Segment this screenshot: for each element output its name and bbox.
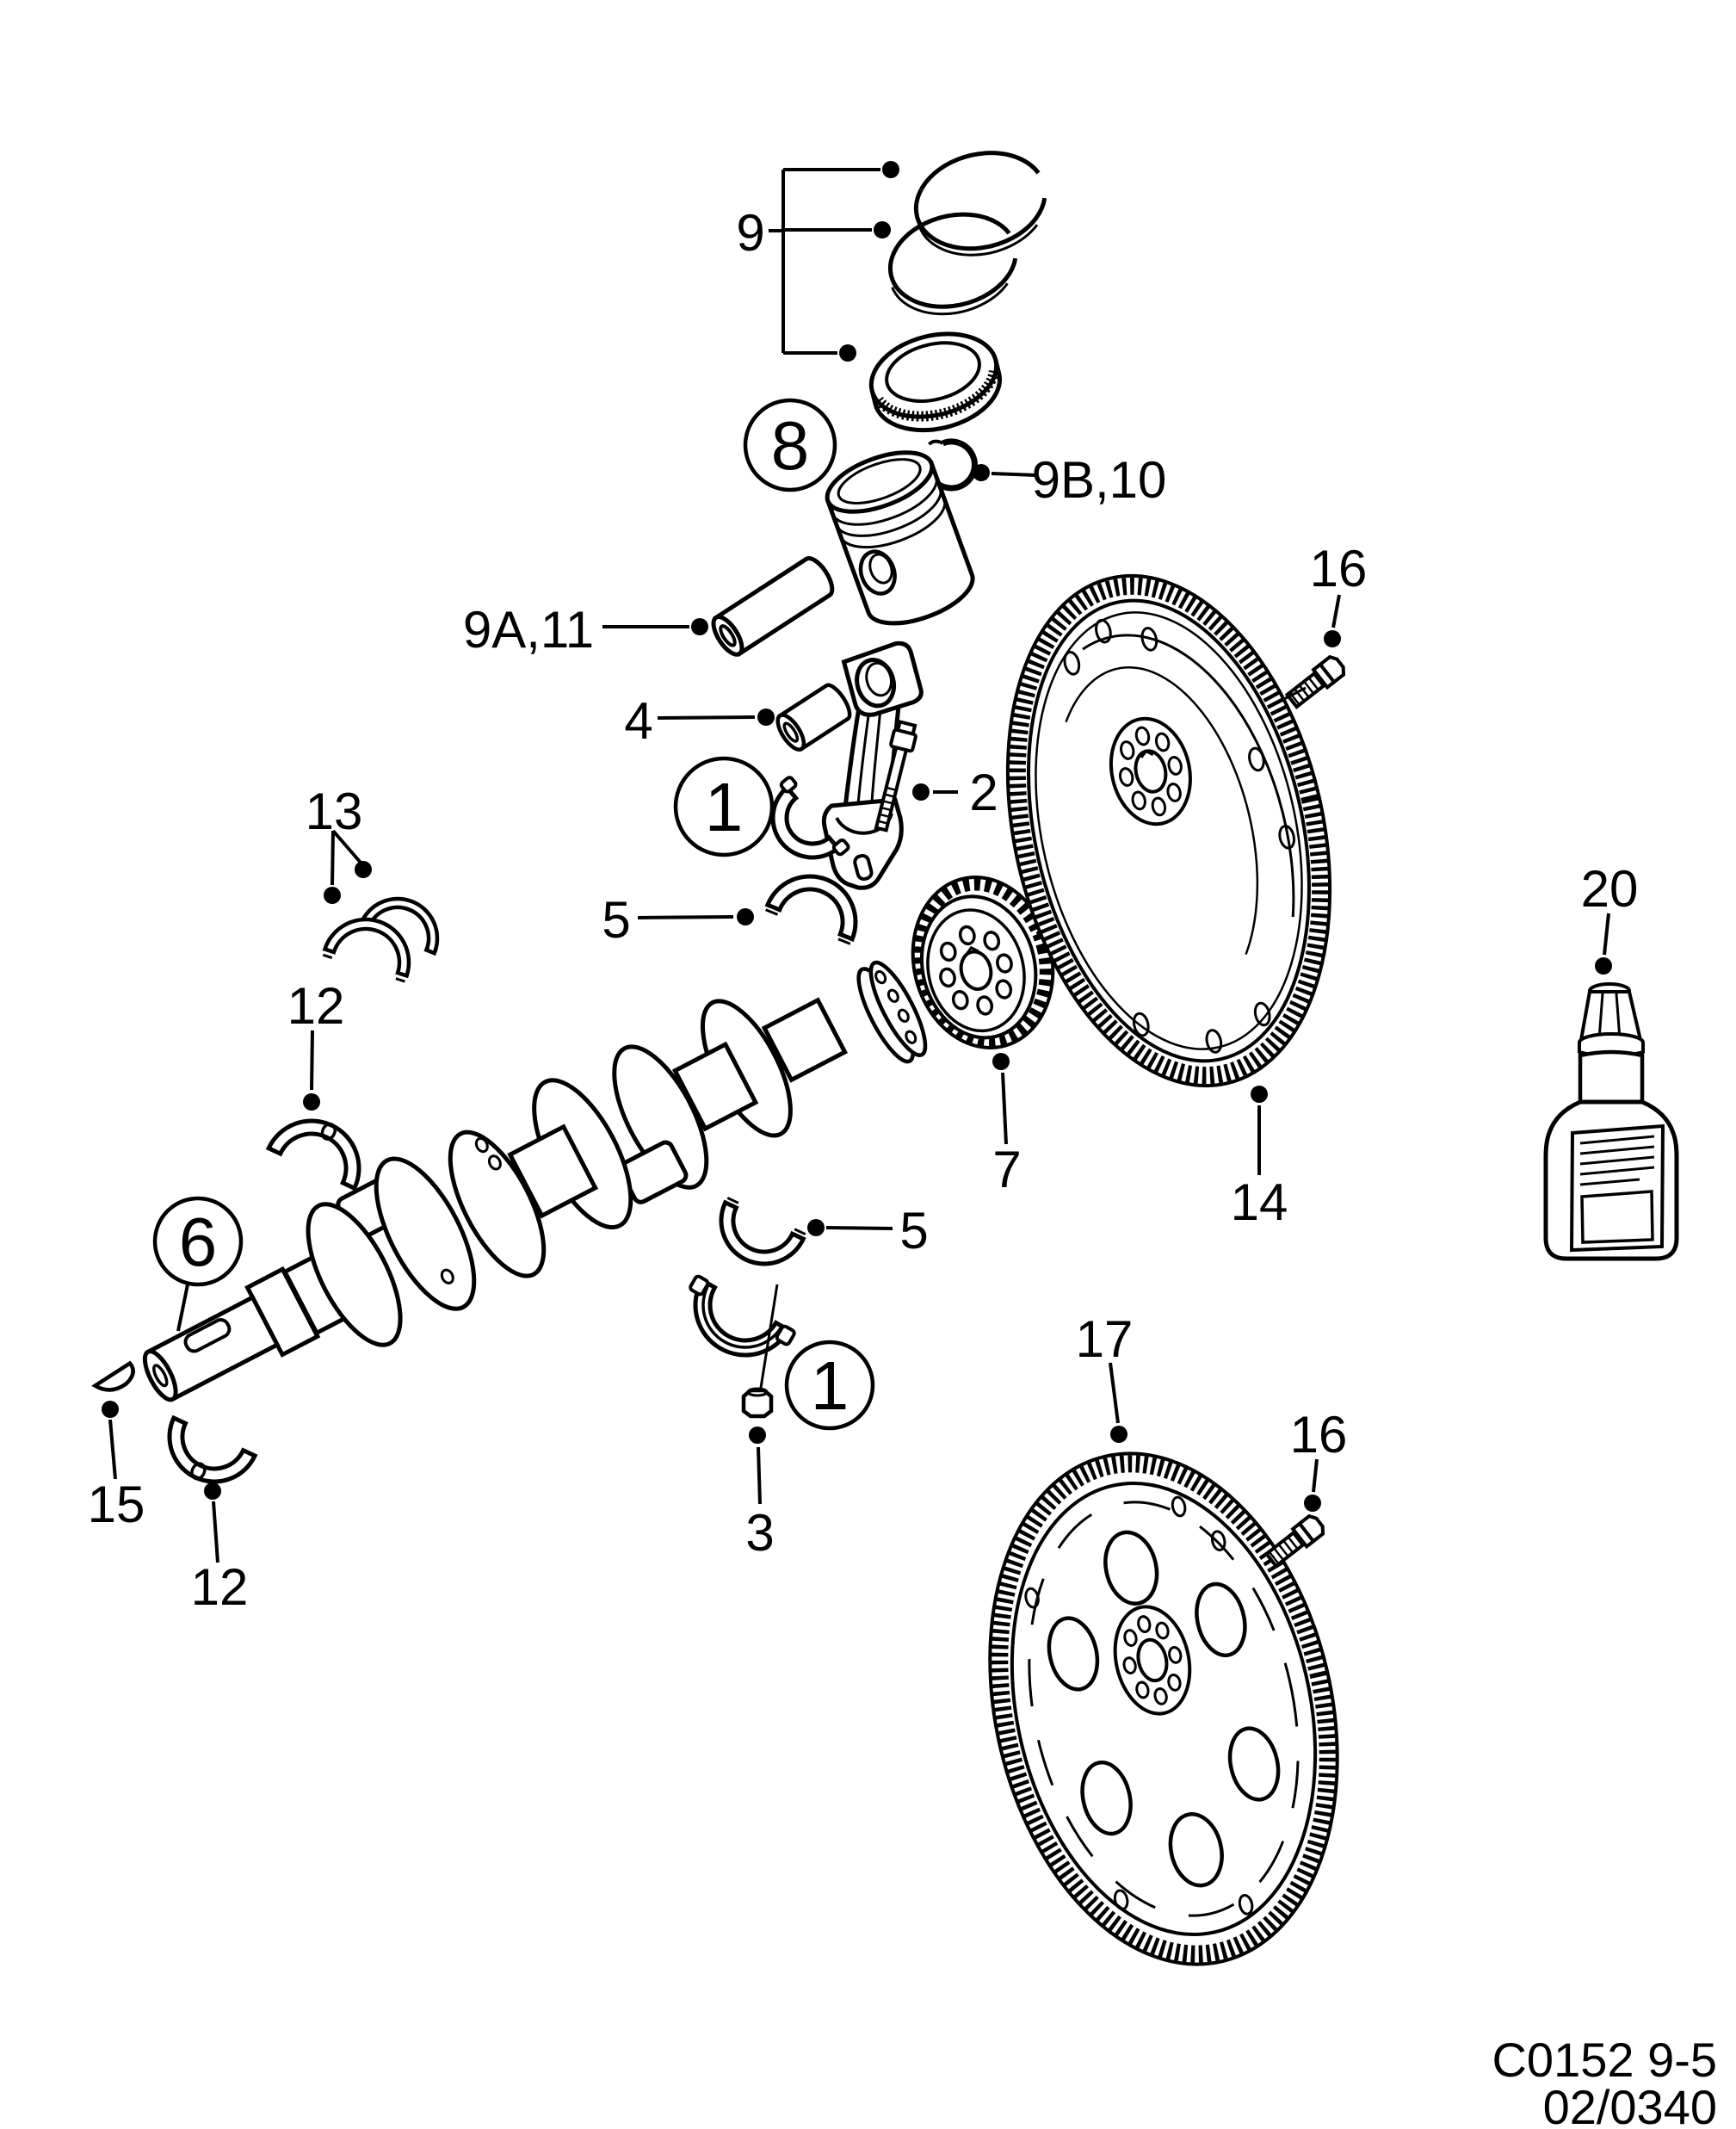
leader-line: [1109, 1362, 1120, 1424]
part-number-label: 5: [602, 891, 630, 949]
circled-label-ring: [673, 756, 775, 857]
leader-line: [825, 1226, 893, 1230]
rod-bearing-shell-upper: [764, 874, 858, 945]
leader-line: [108, 1419, 117, 1480]
leader-line: [637, 915, 734, 919]
rod-cap: [770, 776, 850, 860]
part-number-label: 3: [745, 1504, 774, 1562]
circled-label-number: 1: [705, 769, 744, 845]
rod-bushing: [775, 683, 852, 752]
part-number-label: 7: [992, 1141, 1021, 1198]
flexplate: [988, 1451, 1339, 1966]
leader-line: [1312, 1458, 1319, 1493]
part-number-label: 9B,10: [1032, 451, 1167, 509]
part-number-label: 12: [191, 1558, 249, 1616]
part-number-label: 13: [306, 783, 363, 840]
leader-line: [176, 1284, 189, 1332]
part-number-label: 15: [88, 1476, 145, 1533]
part-number-label: 5: [899, 1202, 928, 1259]
flywheel: [1005, 573, 1332, 1088]
part-number-label: 14: [1231, 1173, 1288, 1231]
leader-dot: [757, 709, 775, 726]
drawing-revision: 02/0340: [1543, 2080, 1717, 2129]
leader-dot: [839, 344, 856, 362]
rod-bolt: [874, 720, 917, 832]
part-number-label: 9: [736, 204, 764, 262]
leader-dot: [737, 908, 754, 925]
leader-dot: [912, 783, 930, 801]
leader-line: [657, 715, 756, 720]
leader-line: [1603, 913, 1610, 956]
leader-dot: [303, 1093, 320, 1111]
leader-line: [991, 472, 1037, 477]
piston-ring-set: [868, 151, 1047, 433]
leader-dot: [324, 887, 341, 904]
leader-dot: [1304, 1495, 1321, 1512]
circled-label-number: 6: [179, 1204, 218, 1280]
circled-label-ring: [743, 398, 837, 492]
part-number-label: 16: [1310, 540, 1368, 597]
part-number-label: 4: [624, 692, 652, 750]
leader-dot: [1595, 957, 1612, 975]
main-bearing-shell-lower: [167, 1414, 258, 1484]
main-bearing-shell-upper: [265, 1118, 361, 1191]
thrust-washers: [322, 896, 440, 983]
leader-line: [212, 1501, 219, 1563]
leader-dot: [749, 1427, 766, 1444]
rod-bearing-shell-lower: [719, 1197, 806, 1266]
leader-dot: [1110, 1426, 1127, 1443]
leader-dot: [807, 1219, 825, 1236]
connecting-rod: [770, 641, 924, 890]
woodruff-key: [91, 1360, 135, 1392]
sealant-bottle: [1543, 982, 1679, 1261]
leader-line: [331, 829, 362, 864]
leader-line: [757, 1446, 762, 1505]
bearing-cap: [689, 1274, 796, 1358]
circled-label-number: 8: [771, 407, 810, 484]
circled-label-ring: [152, 1196, 244, 1287]
drawing-code: C0152 9-5: [1492, 2033, 1717, 2087]
bolt-direction-line: [1282, 686, 1307, 702]
crankshaft: [142, 960, 928, 1402]
leader-dot: [882, 161, 899, 178]
flywheel-bolt: [1284, 654, 1346, 709]
oil-ring: [868, 331, 1002, 433]
leader-dot: [973, 464, 990, 481]
leader-line: [1331, 594, 1341, 628]
leader-dot: [691, 618, 708, 635]
flexplate-bolt: [1263, 1513, 1325, 1569]
leader-dot: [874, 221, 891, 238]
part-number-label: 17: [1076, 1310, 1134, 1368]
piston-pin: [711, 556, 835, 657]
leader-line: [331, 830, 335, 886]
part-number-label: 9A,11: [463, 601, 594, 659]
leader-line: [1001, 1072, 1008, 1145]
crank-sprocket: [911, 876, 1055, 1049]
leader-dot: [102, 1401, 119, 1418]
circled-label-ring: [784, 1340, 875, 1431]
part-number-label: 20: [1581, 860, 1639, 918]
leader-dot: [355, 861, 372, 878]
part-number-label: 16: [1290, 1406, 1348, 1464]
part-number-label: 2: [969, 764, 998, 821]
circled-label-number: 1: [811, 1347, 849, 1424]
rod-nut: [741, 1387, 774, 1419]
part-number-label: 12: [287, 977, 345, 1035]
leader-dot: [1324, 630, 1341, 647]
leader-dot: [1251, 1086, 1268, 1103]
piston: [825, 450, 975, 626]
leader-dot: [992, 1053, 1010, 1070]
leader-dot: [204, 1482, 221, 1500]
